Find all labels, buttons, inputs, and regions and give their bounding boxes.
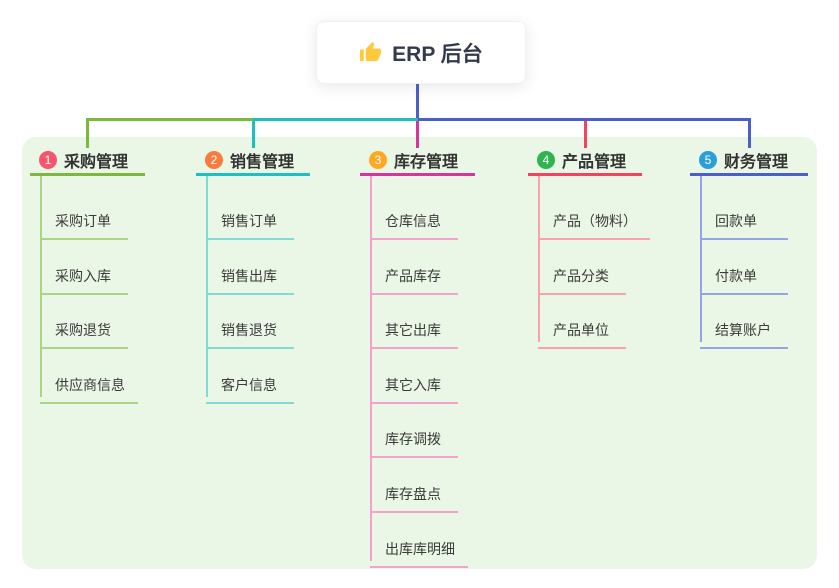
- tree-node[interactable]: 客户信息: [206, 361, 294, 404]
- root-connector-line: [416, 82, 419, 121]
- branch-title-label: 销售管理: [230, 153, 295, 171]
- tree-node[interactable]: 仓库信息: [370, 197, 458, 240]
- branch-drop-line: [416, 119, 419, 148]
- branch-title-3[interactable]: 3 库存管理: [360, 146, 475, 176]
- tree-node[interactable]: 产品库存: [370, 252, 458, 295]
- tree-node[interactable]: 回款单: [700, 197, 788, 240]
- bus-segment-teal: [253, 118, 418, 121]
- branch-drop-line: [251, 119, 255, 148]
- tree-node[interactable]: 库存盘点: [370, 470, 458, 513]
- child-rail-line: [206, 176, 208, 397]
- tree-node[interactable]: 采购入库: [40, 252, 128, 295]
- branch-number-badge: 4: [537, 150, 555, 169]
- tree-node[interactable]: 产品分类: [538, 252, 626, 295]
- bus-segment-green: [86, 118, 253, 121]
- tree-node[interactable]: 结算账户: [700, 306, 788, 350]
- branch-title-4[interactable]: 4 产品管理: [528, 146, 642, 176]
- thumbs-up-icon: [359, 41, 382, 64]
- bus-segment-blue: [417, 118, 751, 121]
- tree-node[interactable]: 采购订单: [40, 197, 128, 240]
- tree-node[interactable]: 产品（物料）: [538, 197, 650, 240]
- tree-node[interactable]: 销售退货: [206, 306, 294, 350]
- branch-number-badge: 2: [205, 150, 223, 169]
- tree-node[interactable]: 付款单: [700, 252, 788, 295]
- root-node[interactable]: ERP 后台: [316, 21, 526, 84]
- branch-title-5[interactable]: 5 财务管理: [690, 146, 808, 176]
- child-rail-line: [700, 176, 702, 343]
- root-node-label: ERP 后台: [392, 42, 483, 66]
- tree-node[interactable]: 供应商信息: [40, 361, 138, 404]
- tree-node[interactable]: 销售订单: [206, 197, 294, 240]
- branch-title-label: 产品管理: [562, 153, 627, 171]
- branch-title-1[interactable]: 1 采购管理: [30, 146, 145, 176]
- child-rail-line: [538, 176, 540, 343]
- tree-node[interactable]: 库存调拨: [370, 415, 458, 459]
- child-rail-line: [370, 176, 372, 561]
- branches-panel: [22, 137, 817, 569]
- branch-number-badge: 5: [699, 150, 717, 169]
- tree-node[interactable]: 出库库明细: [370, 525, 468, 568]
- tree-node[interactable]: 其它入库: [370, 361, 458, 404]
- branch-title-label: 财务管理: [724, 153, 789, 171]
- tree-node[interactable]: 采购退货: [40, 306, 128, 350]
- branch-drop-line: [86, 119, 89, 148]
- branch-title-label: 库存管理: [394, 153, 459, 171]
- tree-node[interactable]: 销售出库: [206, 252, 294, 295]
- tree-node[interactable]: 其它出库: [370, 306, 458, 350]
- branch-title-label: 采购管理: [64, 153, 129, 171]
- tree-node[interactable]: 产品单位: [538, 306, 626, 350]
- child-rail-line: [40, 176, 42, 397]
- branch-drop-line: [583, 119, 587, 148]
- branch-title-2[interactable]: 2 销售管理: [196, 146, 310, 176]
- branch-number-badge: 3: [369, 150, 387, 169]
- branch-drop-line: [747, 119, 751, 148]
- branch-number-badge: 1: [39, 150, 57, 169]
